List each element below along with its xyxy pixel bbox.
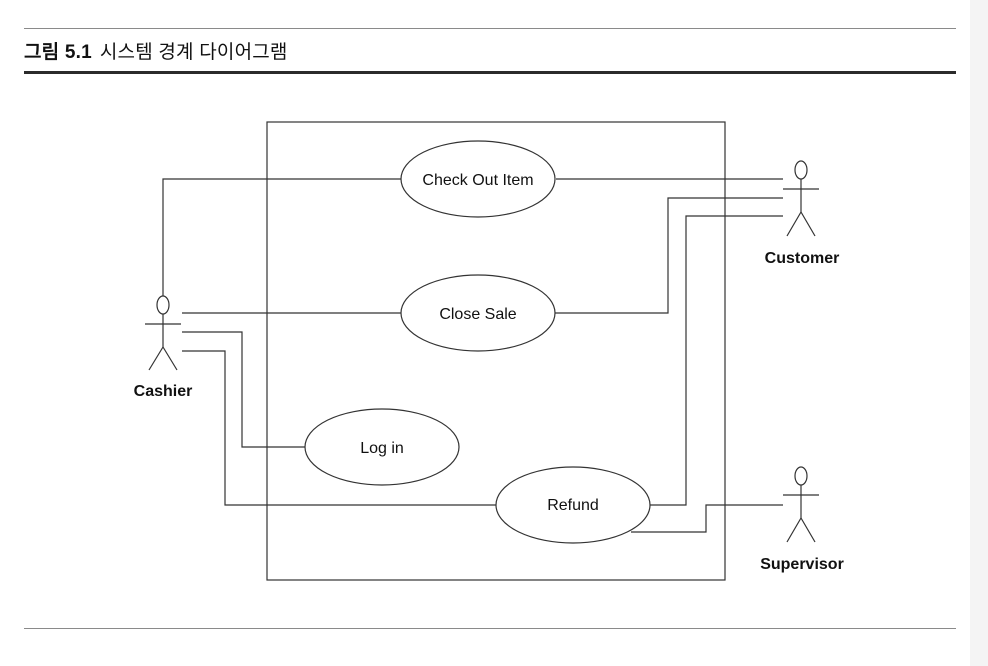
- system-boundary: [266, 121, 726, 581]
- connector-cashier-refund: [182, 350, 497, 506]
- connector-customer-close-sale: [554, 197, 783, 314]
- connector-customer-refund: [650, 215, 783, 506]
- use-case-refund: [495, 466, 651, 544]
- use-case-refund-label: Refund: [547, 497, 599, 514]
- actor-cashier-label: Cashier: [134, 383, 193, 400]
- customer-actor-icon: [783, 160, 819, 237]
- figure-title: 그림 5.1 시스템 경계 다이어그램: [24, 37, 288, 63]
- use-case-log-in: [304, 408, 460, 486]
- use-case-check-out-item: [400, 140, 556, 218]
- cashier-actor-icon: [145, 295, 181, 371]
- use-case-close-sale: [400, 274, 556, 352]
- connector-cashier-log-in: [182, 331, 305, 448]
- use-case-close-sale-label: Close Sale: [439, 306, 516, 323]
- figure-caption: 시스템 경계 다이어그램: [99, 42, 288, 63]
- use-case-check-out-item-label: Check Out Item: [422, 172, 533, 189]
- page-edge-strip: [970, 0, 988, 666]
- figure-number: 그림 5.1: [24, 42, 92, 63]
- title-rule: [24, 71, 956, 74]
- actor-supervisor-label: Supervisor: [760, 556, 844, 573]
- use-case-log-in-label: Log in: [360, 440, 404, 457]
- connector-supervisor-refund: [631, 504, 783, 533]
- actor-customer-label: Customer: [765, 250, 840, 267]
- top-rule: [24, 28, 956, 29]
- bottom-rule: [24, 628, 956, 629]
- supervisor-actor-icon: [783, 466, 819, 543]
- connector-cashier-check-out: [162, 178, 401, 296]
